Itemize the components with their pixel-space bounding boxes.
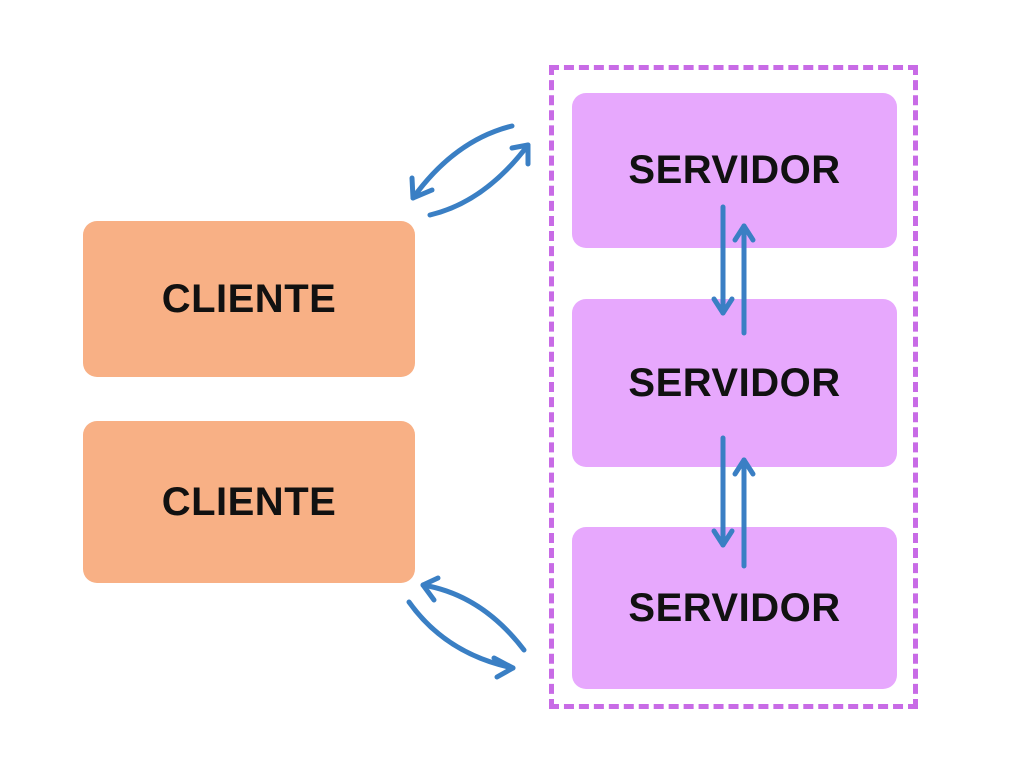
server-box-3: SERVIDOR — [572, 527, 897, 689]
client-box-1: CLIENTE — [83, 221, 415, 377]
server-box-2: SERVIDOR — [572, 299, 897, 467]
server-label-1: SERVIDOR — [628, 148, 841, 192]
client-box-2: CLIENTE — [83, 421, 415, 583]
client-label-1: CLIENTE — [161, 276, 337, 321]
arrowhead-top-to-client — [409, 175, 435, 201]
server-cluster-boundary — [549, 65, 918, 709]
arrow-top-to-server — [427, 142, 531, 218]
client-server-bottom-arrows — [406, 575, 527, 680]
server-label-2: SERVIDOR — [628, 360, 841, 405]
server-label-3: SERVIDOR — [628, 585, 841, 630]
server-box-1: SERVIDOR — [572, 93, 897, 248]
arrowhead-top-to-server — [509, 142, 531, 167]
arrow-bottom-to-client — [420, 582, 527, 653]
arrow-top-to-client — [410, 123, 515, 201]
arrowhead-bottom-to-server — [491, 655, 516, 680]
client-server-top-arrows — [409, 123, 531, 218]
arrow-bottom-to-server — [406, 599, 516, 671]
arrowhead-bottom-to-client — [420, 575, 441, 603]
client-label-2: CLIENTE — [161, 479, 337, 524]
